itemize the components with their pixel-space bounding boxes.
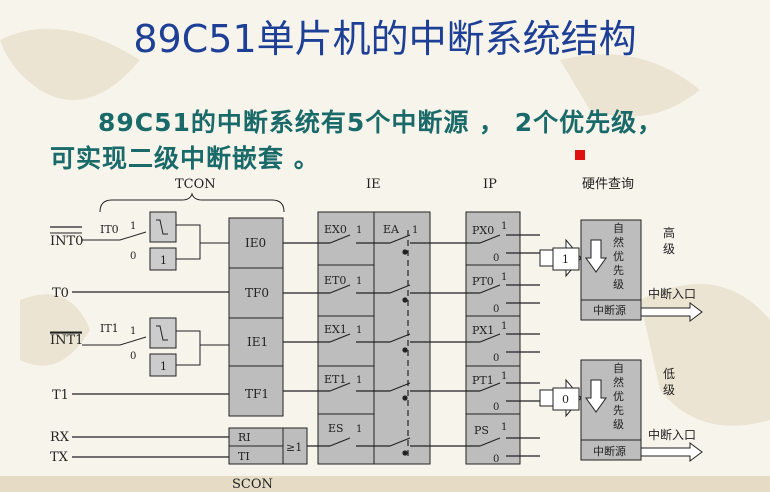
intro-paragraph: 89C51的中断系统有5个中断源 ， 2个优先级， 可实现二级中断嵌套 。 [50, 105, 750, 177]
intro-line-2: 可实现二级中断嵌套 。 [50, 144, 320, 173]
input-int1: INT1 [50, 333, 83, 348]
ea-one: 1 [412, 225, 418, 236]
et1-one: 1 [356, 375, 362, 386]
input-int0: INT0 [50, 234, 83, 249]
ie-ex1: EX1 [324, 323, 347, 336]
ie-ex0: EX0 [324, 223, 347, 236]
ip-px1: PX1 [472, 324, 494, 337]
px0-one: 1 [501, 221, 507, 232]
scon-ri: RI [238, 431, 251, 444]
input-rx: RX [50, 430, 70, 445]
ip-px0: PX0 [472, 224, 494, 237]
high-natural-2: 优 [613, 250, 624, 263]
input-t1: T1 [52, 388, 69, 403]
high-level-1: 级 [663, 242, 675, 256]
high-arrow-value: 1 [562, 253, 569, 266]
es-one: 1 [356, 424, 362, 435]
high-natural-0: 自 [613, 222, 624, 235]
it0-label: IT0 [100, 223, 119, 236]
pt1-one: 1 [501, 371, 507, 382]
ps-zero: 0 [493, 454, 499, 465]
high-source: 中断源 [593, 303, 626, 317]
high-level-0: 高 [663, 225, 675, 240]
scon-header: SCON [232, 477, 273, 492]
low-source: 中断源 [593, 444, 626, 458]
it1-one: 1 [130, 326, 136, 337]
red-square-marker [575, 150, 585, 160]
low-arrow-value: 0 [562, 393, 569, 406]
it0-zero: 0 [130, 251, 136, 262]
high-natural-3: 先 [613, 264, 624, 277]
flag-tf1: TF1 [245, 387, 269, 401]
input-tx: TX [50, 450, 69, 465]
it0-box-one: 1 [160, 254, 167, 267]
or-gate: ≥1 [286, 441, 302, 454]
flag-tf0: TF0 [245, 286, 269, 300]
ie-et1: ET1 [324, 373, 346, 386]
low-level-0: 低 [663, 367, 675, 381]
pt0-one: 1 [501, 272, 507, 283]
pt1-zero: 0 [493, 402, 499, 413]
pt0-zero: 0 [493, 304, 499, 315]
hardware-query-header: 硬件查询 [582, 177, 634, 192]
ie-ea: EA [383, 223, 400, 236]
low-natural-4: 级 [613, 418, 624, 431]
px1-one: 1 [501, 321, 507, 332]
flag-ie1: IE1 [247, 335, 268, 349]
ie-header: IE [366, 177, 381, 192]
ip-pt0: PT0 [472, 275, 494, 288]
it1-label: IT1 [100, 322, 119, 335]
intro-line-1: 89C51的中断系统有5个中断源 ， 2个优先级， [98, 108, 664, 137]
it1-box-one: 1 [160, 360, 167, 373]
px1-zero: 0 [493, 353, 499, 364]
flag-ie0: IE0 [245, 236, 266, 250]
low-natural-3: 先 [613, 404, 624, 417]
low-natural-2: 优 [613, 390, 624, 403]
et0-one: 1 [356, 276, 362, 287]
scon-ti: TI [238, 450, 250, 463]
ip-pt1: PT1 [472, 374, 494, 387]
px0-zero: 0 [493, 253, 499, 264]
high-entry: 中断入口 [648, 286, 696, 301]
tcon-header: TCON [175, 177, 216, 192]
ps-one: 1 [501, 422, 507, 433]
slide-title: 89C51单片机的中断系统结构 [133, 17, 637, 61]
low-natural-1: 然 [613, 375, 624, 389]
high-natural-4: 级 [613, 278, 624, 291]
ie-es: ES [328, 422, 344, 435]
ip-header: IP [483, 177, 497, 192]
ex0-one: 1 [356, 225, 362, 236]
low-level-1: 级 [663, 383, 675, 397]
it0-one: 1 [130, 221, 136, 232]
ip-ps: PS [474, 424, 489, 437]
high-natural-1: 然 [613, 235, 624, 249]
ex1-one: 1 [356, 325, 362, 336]
low-entry: 中断入口 [648, 427, 696, 442]
ie-et0: ET0 [324, 274, 346, 287]
it1-zero: 0 [130, 351, 136, 362]
input-t0: T0 [52, 286, 69, 301]
low-natural-0: 自 [613, 362, 624, 375]
